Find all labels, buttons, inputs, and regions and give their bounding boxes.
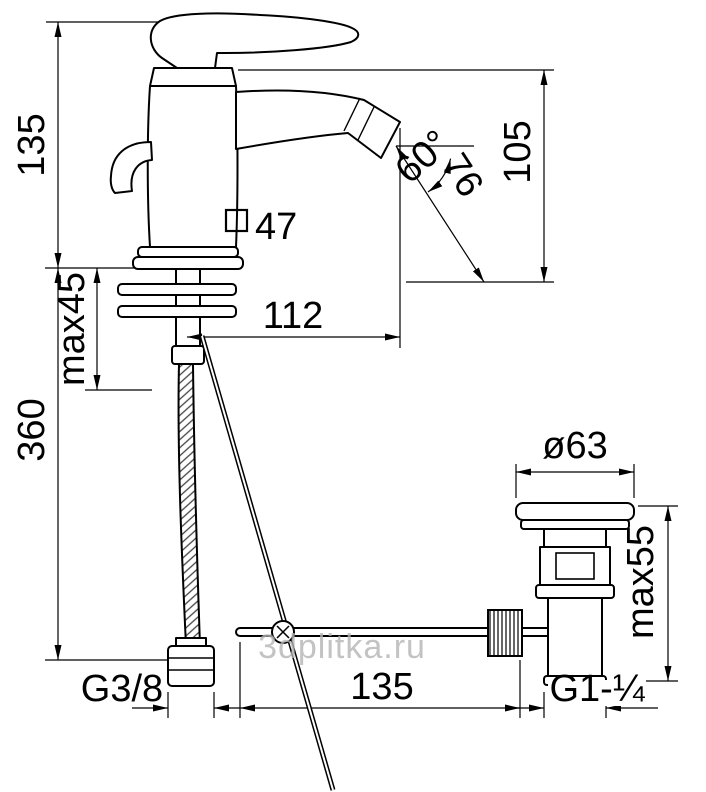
plug-flange [520, 519, 630, 530]
dim-spout-reach: 112 [263, 295, 324, 337]
faucet-body-group [109, 12, 401, 791]
waste-flange [535, 584, 615, 599]
plug-cap [515, 502, 635, 521]
dim-total-height: 135 [11, 113, 53, 176]
dim-waste-thread: G1-¼ [549, 668, 645, 710]
dim-body-height: 105 [497, 120, 539, 183]
dim-hose-length: 360 [11, 398, 53, 461]
flexible-hose [177, 363, 202, 647]
waste-assembly-group [235, 502, 635, 686]
base-plate-top [137, 246, 239, 258]
hose-fitting [171, 345, 205, 365]
dimension-lines [45, 21, 678, 718]
dim-square-size: 47 [255, 206, 297, 248]
waste-neck [543, 528, 607, 548]
cartridge-collar [149, 67, 237, 87]
spout [235, 89, 401, 159]
lever-handle [149, 12, 360, 69]
pop-up-rod [199, 335, 336, 791]
dim-max-deck: max45 [51, 272, 93, 386]
watermark: 3dplitka.ru [258, 628, 426, 666]
side-lever-detail [109, 141, 153, 194]
aerator-band [343, 97, 375, 141]
waste-tailpiece [547, 597, 603, 677]
dim-supply-thread: G3/8 [81, 668, 163, 710]
mounting-washer-bottom [117, 305, 237, 318]
square-symbol [224, 208, 249, 233]
hose-nut [167, 645, 215, 687]
label-mask [548, 680, 646, 706]
dim-waste-cap-diameter: ø63 [542, 425, 607, 467]
base-plate-bottom [132, 256, 244, 270]
pivot-screw-cross-icon [276, 625, 290, 639]
overflow-window [555, 552, 595, 580]
mixer-body [146, 85, 239, 248]
mounting-washer-top [117, 283, 237, 296]
dim-waste-height: max55 [620, 525, 662, 639]
hose-nut-ridges [168, 657, 214, 671]
dim-rod-length: 135 [350, 666, 413, 708]
knurled-adjuster [487, 609, 523, 657]
